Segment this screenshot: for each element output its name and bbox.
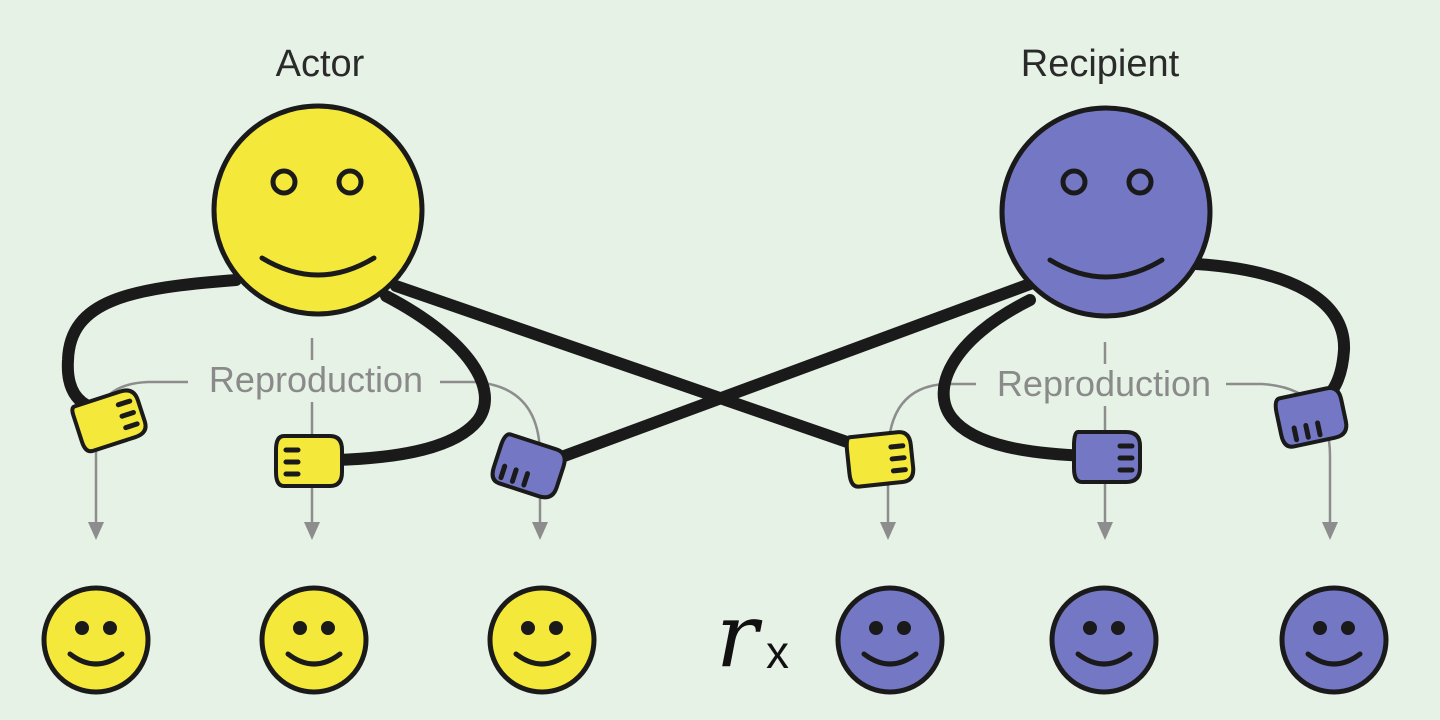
- relatedness-r-symbol: r: [716, 584, 763, 687]
- recipient-arm-cross: [542, 278, 1036, 468]
- offspring-face-yellow: [41, 585, 151, 695]
- recipient-face: [999, 105, 1213, 319]
- recipient-label: Recipient: [1021, 43, 1180, 85]
- arrow-down-icon: [880, 522, 896, 540]
- offspring-face-blue: [835, 585, 945, 695]
- actor-face: [211, 103, 425, 317]
- arrow-down-icon: [1322, 522, 1338, 540]
- recipient-arm-inner: [937, 294, 1096, 462]
- arrowheads: [88, 522, 1338, 540]
- arrow-down-icon: [304, 522, 320, 540]
- offspring-face-blue: [1279, 585, 1389, 695]
- actor-hand-left: [70, 388, 148, 454]
- actor-hand-cross: [844, 430, 916, 489]
- actor-arm-left: [61, 274, 242, 416]
- reproduction-label-right: Reproduction: [997, 363, 1211, 404]
- actor-label: Actor: [276, 43, 365, 85]
- actor-arm-inner: [330, 290, 491, 466]
- recipient-arm-right: [1190, 258, 1351, 414]
- arrow-down-icon: [88, 522, 104, 540]
- times-symbol: x: [766, 626, 789, 678]
- recipient-hand-inner: [1072, 430, 1142, 484]
- actor-arm-cross: [390, 280, 882, 458]
- offspring-face-yellow: [259, 585, 369, 695]
- reproduction-label-left: Reproduction: [209, 359, 423, 400]
- offspring-face-yellow: [487, 585, 597, 695]
- recipient-hand-right: [1273, 385, 1349, 449]
- offspring-row: [41, 585, 1389, 695]
- hands: [70, 385, 1349, 500]
- actor-hand-inner: [274, 434, 344, 488]
- recipient-hand-cross: [490, 432, 567, 500]
- offspring-face-blue: [1049, 585, 1159, 695]
- arrow-down-icon: [1097, 522, 1113, 540]
- arrow-down-icon: [532, 522, 548, 540]
